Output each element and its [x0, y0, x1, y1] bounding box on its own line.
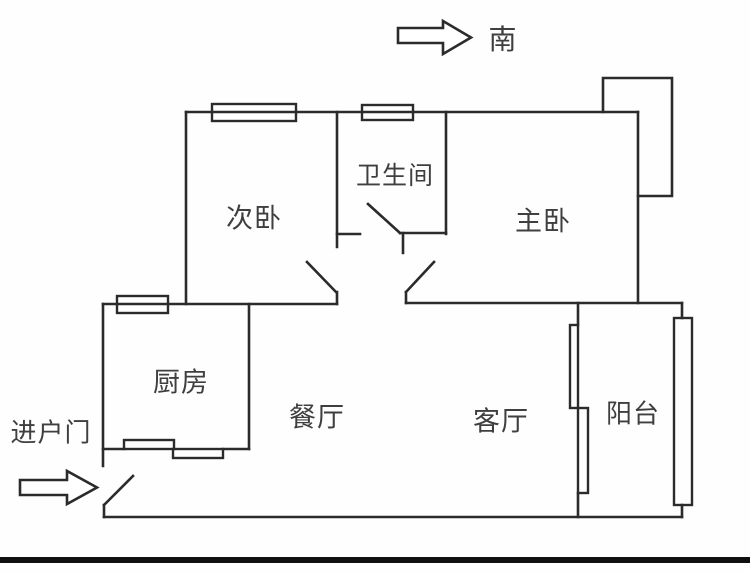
wall-top-right-notch: [601, 76, 674, 198]
arrows: [18, 18, 474, 507]
second-bedroom-door: [305, 260, 339, 306]
sliding-doors: [122, 323, 590, 495]
entrance-label: 进户门: [10, 417, 92, 448]
master-bedroom-door: [404, 260, 436, 305]
room-label-living-room: 客厅: [473, 406, 529, 437]
room-label-second-bedroom: 次卧: [226, 203, 282, 234]
footer-divider-bar: [0, 557, 750, 563]
room-label-kitchen: 厨房: [153, 367, 209, 398]
bathroom-window: [360, 103, 415, 122]
kitchen-window: [115, 294, 170, 315]
entrance-arrow-icon: [18, 468, 100, 507]
walls: [101, 76, 684, 519]
balcony-sliding-door: [568, 323, 590, 495]
room-label-bathroom: 卫生间: [355, 162, 435, 190]
kitchen-sliding-door: [122, 438, 225, 460]
compass-south-label: 南: [488, 24, 518, 55]
second-bedroom-window: [210, 102, 298, 123]
wall-bathroom-bottom: [335, 231, 448, 236]
windows: [115, 102, 694, 507]
bathroom-door: [366, 202, 405, 255]
room-label-balcony: 阳台: [605, 398, 661, 429]
swing-doors: [102, 202, 436, 519]
balcony-window: [672, 316, 694, 507]
entrance-door: [102, 474, 135, 519]
south-arrow-icon: [396, 18, 474, 57]
room-label-master-bedroom: 主卧: [515, 206, 571, 237]
room-label-dining-room: 餐厅: [289, 402, 345, 433]
